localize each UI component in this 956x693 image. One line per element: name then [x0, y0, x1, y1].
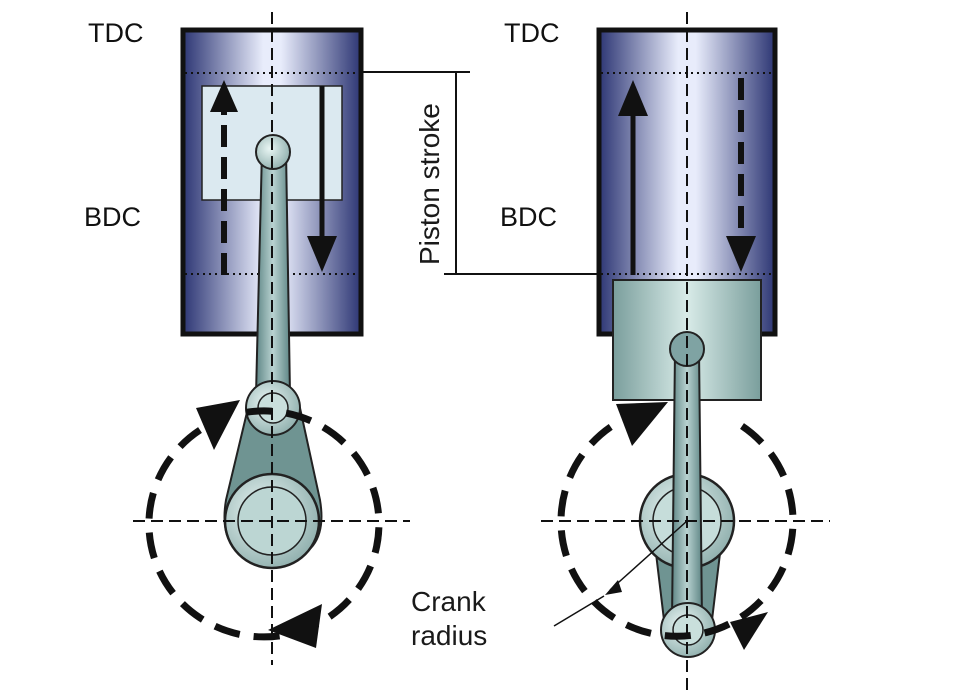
left-bdc-label: BDC	[84, 202, 142, 232]
crank-radius-arrowhead	[605, 580, 622, 595]
left-assembly	[133, 12, 410, 665]
left-down-arrowhead	[307, 236, 337, 272]
left-rotation-arrowhead-top	[196, 400, 240, 450]
left-wrist-pin	[255, 134, 291, 170]
right-rotation-path	[557, 416, 797, 640]
right-rotation-arrowhead-bottom	[730, 612, 768, 650]
right-tdc-label: TDC	[504, 18, 560, 48]
left-rotation-arrowhead-bottom	[268, 604, 322, 648]
crank-label-line1: Crank	[411, 586, 486, 617]
right-bdc-label: BDC	[500, 202, 558, 232]
left-tdc-label: TDC	[88, 18, 144, 48]
crank-label-line2: radius	[411, 620, 488, 651]
right-down-arrowhead	[726, 236, 756, 272]
right-assembly	[541, 12, 830, 690]
right-rotation-arrowhead-top	[616, 402, 668, 446]
crank-radius-leader	[553, 595, 605, 627]
piston-stroke-label: Piston stroke	[414, 103, 445, 265]
left-up-arrowhead	[210, 80, 238, 112]
right-up-arrowhead	[618, 80, 648, 116]
piston-stroke-dimension	[361, 71, 600, 275]
crank-radius-line	[609, 520, 688, 591]
